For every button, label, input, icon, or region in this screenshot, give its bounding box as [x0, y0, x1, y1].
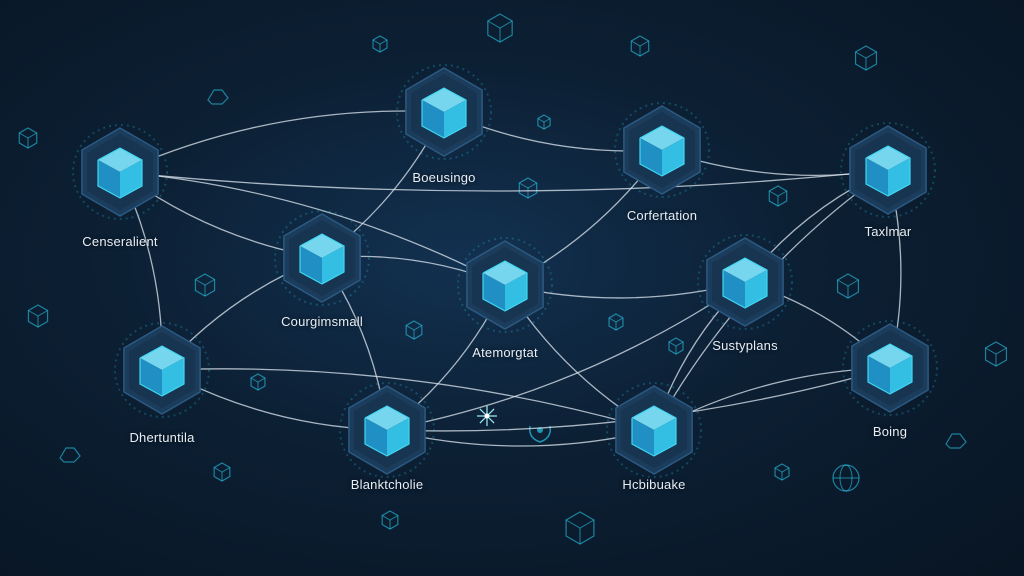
cube-icon [194, 273, 216, 297]
connection-line [119, 171, 506, 286]
node-label: Corfertation [626, 208, 698, 223]
cube-icon [854, 45, 878, 71]
wireframe-structure-icon [114, 322, 210, 418]
hand-icon [207, 89, 229, 105]
cube-icon [565, 511, 595, 545]
node-label: Sustyplans [712, 338, 778, 353]
cube-icon [537, 114, 551, 130]
open-box-icon [339, 382, 435, 478]
connection-line [386, 281, 746, 431]
node-label: Boing [872, 424, 908, 439]
node-label: Dhertuntila [129, 430, 195, 445]
cube-icon [984, 341, 1008, 367]
cube-icon [768, 185, 788, 207]
cube-icon [250, 373, 266, 391]
node-label: Courgimsmall [281, 314, 363, 329]
cube-icon [774, 463, 790, 481]
lattice-cube-icon [72, 124, 168, 220]
connection-line [119, 110, 445, 173]
server-stack-icon [614, 102, 710, 198]
starburst-icon [477, 406, 497, 426]
node-label: Taxlmar [864, 224, 912, 239]
server-rack-icon [396, 64, 492, 160]
cube-icon [836, 273, 860, 299]
cube-icon [668, 337, 684, 355]
cube-icon [487, 13, 513, 43]
glass-cube-icon [274, 210, 370, 306]
cube-icon [518, 177, 538, 199]
cube-icon [27, 304, 49, 328]
node-label: Censeralient [82, 234, 158, 249]
cube-icon [381, 510, 399, 530]
connection-line [161, 368, 655, 431]
node-label: Boeusingo [412, 170, 476, 185]
cube-icon [372, 35, 388, 53]
node-label: Hcbibuake [622, 477, 686, 492]
cluster-blocks-icon [842, 320, 938, 416]
cube-icon [608, 313, 624, 331]
cube-icon [213, 462, 231, 482]
connection-line [119, 169, 889, 192]
monitor-icon [606, 382, 702, 478]
glowing-chip-icon [840, 122, 936, 218]
cube-icon [405, 320, 423, 340]
circuit-cube-icon [697, 234, 793, 330]
node-label: Blanktcholie [350, 477, 424, 492]
cube-icon [630, 35, 650, 57]
data-box-icon [457, 237, 553, 333]
globe-icon [832, 464, 860, 492]
hand-icon [945, 433, 967, 449]
hand-icon [59, 447, 81, 463]
cube-icon [18, 127, 38, 149]
node-label: Atemorgtat [472, 345, 538, 360]
